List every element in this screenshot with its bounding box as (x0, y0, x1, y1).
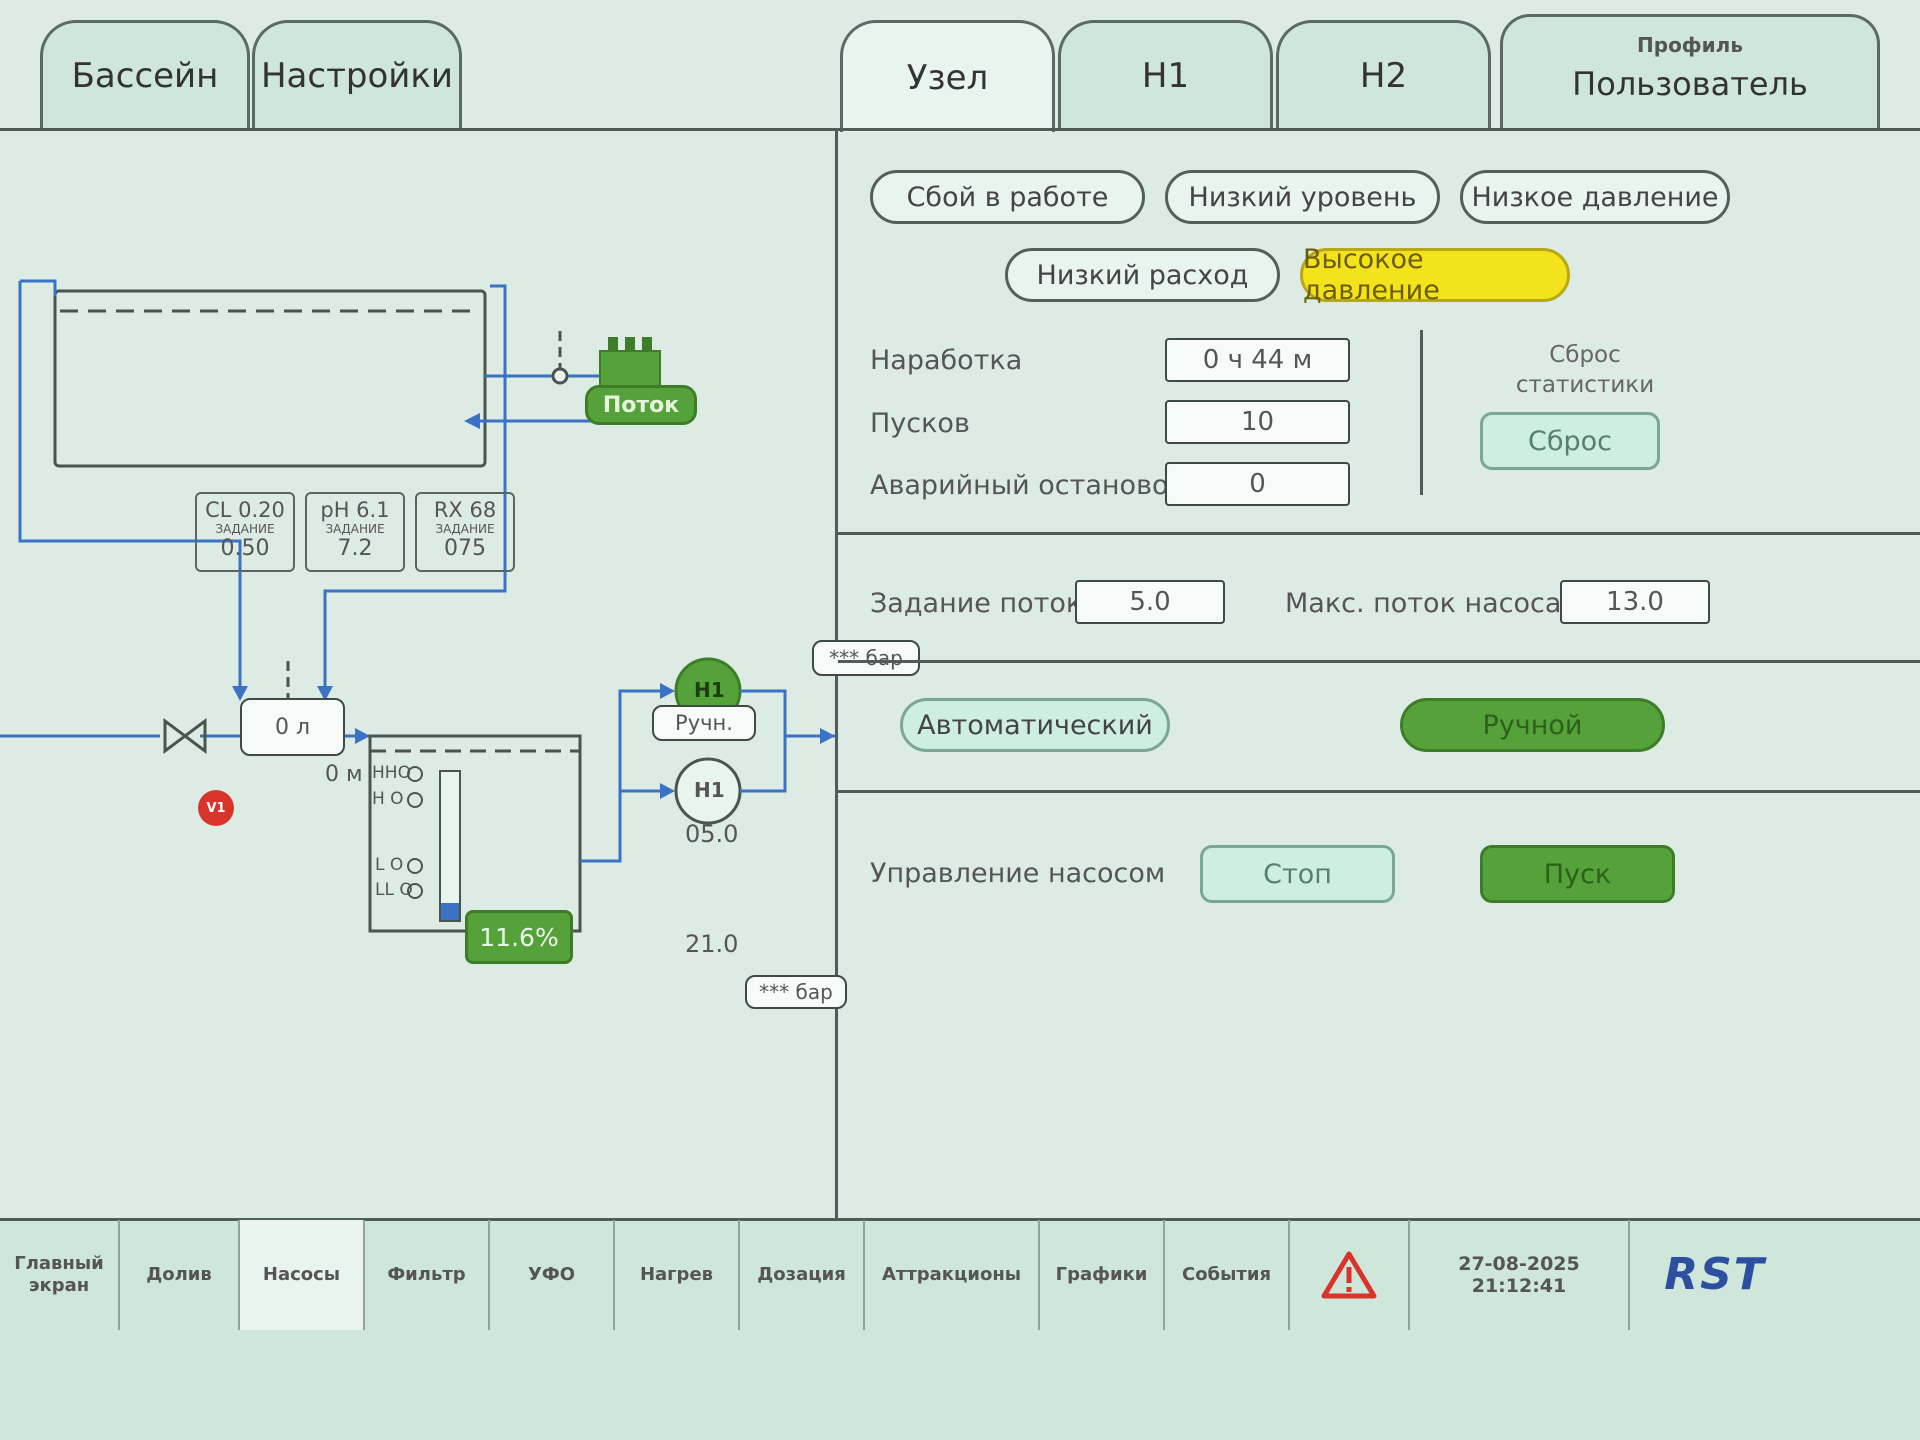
max-flow-value[interactable]: 13.0 (1560, 580, 1710, 624)
alarm-warning-icon[interactable] (1290, 1220, 1410, 1330)
tab-settings[interactable]: Настройки (252, 20, 462, 128)
alarm-high-pressure: Высокое давление (1300, 244, 1570, 306)
sensor-ph: pH 6.1 ЗАДАНИЕ 7.2 (305, 492, 405, 572)
flow-tag: Поток (585, 385, 697, 425)
profile-title: Профиль (1637, 33, 1743, 57)
sensor-cl-value: 0.50 (220, 536, 270, 561)
rst-logo: RST (1664, 1249, 1766, 1300)
start-button[interactable]: Пуск (1480, 845, 1675, 903)
stats-divider (1420, 330, 1423, 495)
sensor-cl-sub: ЗАДАНИЕ (215, 522, 275, 536)
sensor-cl: CL 0.20 ЗАДАНИЕ 0.50 (195, 492, 295, 572)
nav-attractions[interactable]: Аттракционы (865, 1220, 1040, 1330)
runtime-value: 0 ч 44 м (1165, 338, 1350, 382)
flow-setpoint-label: Задание потока (870, 588, 1099, 619)
level-label-l: L О (375, 855, 404, 875)
pool-outline (53, 289, 487, 468)
sensor-ph-name: pH 6.1 (320, 498, 390, 522)
pump-h1-value: 05.0 (685, 820, 739, 848)
profile-button[interactable]: Профиль Пользователь (1500, 14, 1880, 130)
nav-filter[interactable]: Фильтр (365, 1220, 490, 1330)
sensor-ph-value: 7.2 (337, 536, 373, 561)
sensor-rx-sub: ЗАДАНИЕ (435, 522, 495, 536)
nav-charts[interactable]: Графики (1040, 1220, 1165, 1330)
process-diagram (0, 279, 835, 933)
starts-label: Пусков (870, 408, 970, 439)
time-text: 21:12:41 (1471, 1275, 1567, 1297)
alarm-low-pressure: Низкое давление (1460, 170, 1730, 224)
pipe-suction (580, 689, 665, 863)
sensor-rx-name: RX 68 (433, 498, 497, 522)
reset-title: Сброс статистики (1515, 342, 1655, 398)
nav-top-line (0, 1218, 1920, 1221)
runtime-label: Наработка (870, 345, 1023, 376)
manual-mode-tag: Ручн. (652, 705, 756, 741)
level-meters: 0 м (325, 762, 363, 787)
pressure-top: *** бар (812, 640, 920, 676)
pipe-pool-left (18, 279, 242, 691)
flow-setpoint-value[interactable]: 5.0 (1075, 580, 1225, 624)
tank-level-gauge (439, 770, 461, 922)
date-text: 27-08-2025 (1458, 1253, 1580, 1275)
pipe-pool-right (323, 284, 507, 691)
tab-h2[interactable]: Н2 (1276, 20, 1491, 128)
level-label-h: Н О (372, 789, 404, 809)
auto-mode-button[interactable]: Автоматический (900, 698, 1170, 752)
sensor-cl-name: CL 0.20 (205, 498, 285, 522)
level-label-ll: LL О (375, 880, 413, 900)
arrow-right-down (317, 686, 333, 701)
level-label-hho: ННО (372, 763, 411, 783)
alarm-low-flow: Низкий расход (1005, 248, 1280, 302)
starts-value: 10 (1165, 400, 1350, 444)
tab-pool[interactable]: Бассейн (40, 20, 250, 128)
nav-uv[interactable]: УФО (490, 1220, 615, 1330)
reset-stats-button[interactable]: Сброс (1480, 412, 1660, 470)
nav-pumps[interactable]: Насосы (240, 1220, 365, 1330)
section-line-3 (838, 790, 1920, 793)
nav-refill[interactable]: Долив (120, 1220, 240, 1330)
tab-h1[interactable]: Н1 (1058, 20, 1273, 128)
sensor-rx-value: 075 (444, 536, 486, 561)
section-line-2 (838, 660, 1920, 663)
tabs-baseline (0, 128, 1920, 131)
alarm-low-level: Низкий уровень (1165, 170, 1440, 224)
sensor-ph-sub: ЗАДАНИЕ (325, 522, 385, 536)
tank-percent-badge: 11.6% (465, 910, 573, 964)
nav-heating[interactable]: Нагрев (615, 1220, 740, 1330)
emergency-value: 0 (1165, 462, 1350, 506)
arrow-left-down (232, 686, 248, 701)
sensor-rx: RX 68 ЗАДАНИЕ 075 (415, 492, 515, 572)
emergency-label: Аварийный остановов (870, 470, 1185, 501)
nav-events[interactable]: События (1165, 1220, 1290, 1330)
profile-user: Пользователь (1572, 65, 1808, 103)
pipe-discharge (740, 689, 835, 793)
volume-display: 0 л (240, 698, 345, 756)
pump-control-label: Управление насосом (870, 858, 1166, 889)
arrow-return (464, 413, 480, 429)
stop-button[interactable]: Стоп (1200, 845, 1395, 903)
max-flow-label: Макс. поток насоса (1285, 588, 1562, 619)
pump-h1-label[interactable]: Н1 (694, 678, 725, 702)
section-line-1 (838, 532, 1920, 535)
manual-mode-button[interactable]: Ручной (1400, 698, 1665, 752)
nav-main-screen[interactable]: Главный экран (0, 1220, 120, 1330)
pump-h2-value: 21.0 (685, 930, 739, 958)
warning-triangle-icon (1321, 1251, 1377, 1299)
nav-dosing[interactable]: Дозация (740, 1220, 865, 1330)
alarm-fault: Сбой в работе (870, 170, 1145, 224)
pump-h2-label[interactable]: Н1 (694, 778, 725, 802)
pressure-bottom: *** бар (745, 975, 847, 1009)
valve-icon (163, 718, 207, 754)
datetime: 27-08-2025 21:12:41 (1410, 1220, 1630, 1330)
valve-indicator-icon[interactable]: V1 (198, 790, 234, 826)
tank-level-fill (441, 903, 459, 920)
tab-node[interactable]: Узел (840, 20, 1055, 132)
